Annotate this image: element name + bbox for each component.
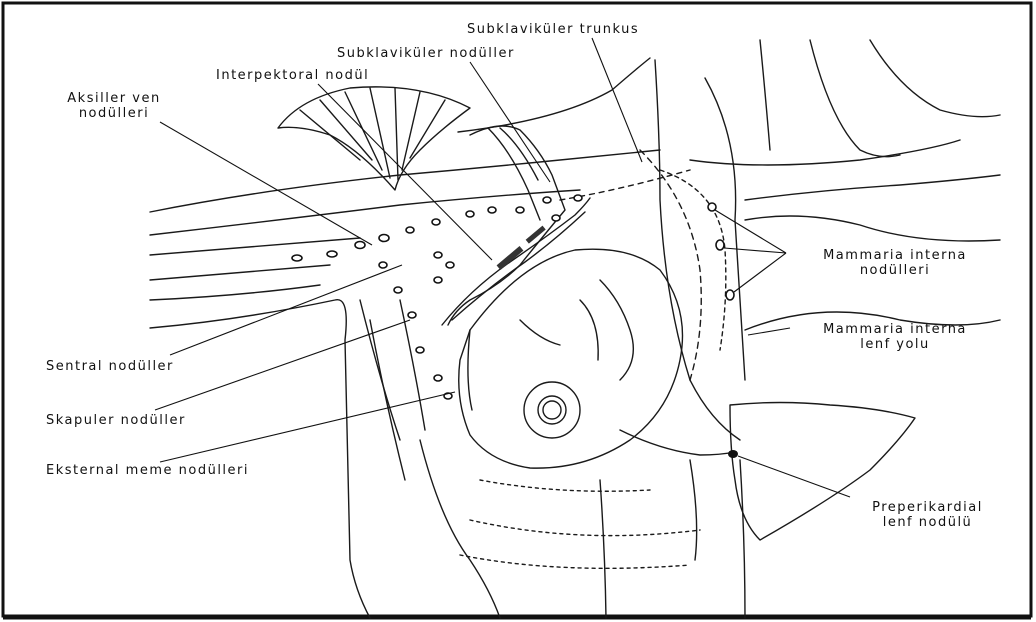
arm-lower-contour (150, 300, 370, 618)
label-preperikardial-line1: Preperikardial (840, 500, 1015, 515)
leader-mammaria-lenf (748, 328, 790, 335)
nipple (538, 396, 566, 424)
pectoralis-fan (278, 87, 470, 190)
sternum-edge (655, 60, 740, 440)
label-mammaria-interna-lenf-line2: lenf yolu (790, 337, 1000, 352)
leader-subklavikuler-trunkus (592, 38, 642, 162)
label-preperikardial-line2: lenf nodülü (840, 515, 1015, 530)
label-eksternal-meme-noduller: Eksternal meme nodülleri (46, 463, 249, 478)
breast-outline (459, 249, 683, 468)
preperikardial-node (728, 450, 738, 458)
label-mammaria-interna-lenf-line1: Mammaria interna (790, 322, 1000, 337)
leader-mammaria-nod-2 (724, 248, 786, 253)
label-sentral-noduller: Sentral nodüller (46, 359, 174, 374)
label-aksiller-ven-line1: Aksiller ven (54, 91, 174, 106)
label-subklavikuler-trunkus: Subklaviküler trunkus (467, 22, 639, 37)
label-preperikardial: Preperikardial lenf nodülü (840, 500, 1015, 530)
label-mammaria-interna-noduller-line1: Mammaria interna (790, 248, 1000, 263)
leader-subklavikuler-noduller (470, 62, 550, 182)
label-subklavikuler-noduller: Subklaviküler nodüller (337, 46, 515, 61)
clavicle-line (458, 58, 650, 132)
pectoralis-minor (448, 126, 565, 325)
leader-eksternal (160, 392, 455, 462)
internal-mammary-vessel (640, 150, 701, 380)
leader-sentral (170, 265, 402, 355)
leader-preperikardial (738, 456, 850, 497)
label-skapuler-noduller: Skapuler nodüller (46, 413, 186, 428)
areola (524, 382, 580, 438)
label-aksiller-ven: Aksiller ven nodülleri (54, 91, 174, 121)
leader-mammaria-nod-3 (734, 253, 786, 292)
label-interpektoral-nodul: Interpektoral nodül (216, 68, 369, 83)
label-aksiller-ven-line2: nodülleri (54, 106, 174, 121)
leader-skapuler (155, 320, 410, 410)
label-mammaria-interna-noduller-line2: nodülleri (790, 263, 1000, 278)
label-mammaria-interna-noduller: Mammaria interna nodülleri (790, 248, 1000, 278)
label-mammaria-interna-lenf: Mammaria interna lenf yolu (790, 322, 1000, 352)
